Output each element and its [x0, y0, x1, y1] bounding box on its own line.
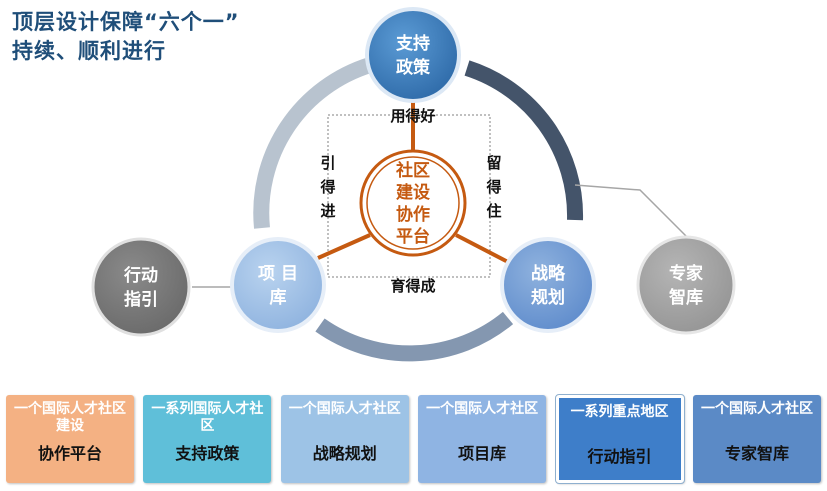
- card-project: 一个国际人才社区 项目库: [418, 395, 547, 483]
- node-action-line-2: 指引: [124, 289, 158, 310]
- label-retain-3: 住: [486, 202, 501, 220]
- card-policy: 一系列国际人才社区 支持政策: [143, 395, 272, 483]
- label-retain-1: 留: [486, 154, 501, 172]
- label-retain-2: 得: [485, 178, 501, 196]
- node-support-policy: 支持 政策: [365, 7, 461, 103]
- node-experts-line-1: 专家: [669, 263, 703, 284]
- card-platform: 一个国际人才社区建设 协作平台: [6, 395, 134, 483]
- node-project-line-1: 项 目: [258, 264, 298, 284]
- node-strategy-line-1: 战略: [531, 263, 566, 284]
- center-line-2: 建设: [396, 182, 430, 203]
- card-strategy: 一个国际人才社区 战略规划: [280, 395, 409, 483]
- node-project-line-2: 库: [270, 287, 287, 308]
- outer-ring: [253, 57, 584, 362]
- connector-experts: [574, 184, 691, 241]
- node-support-line-2: 政策: [396, 57, 431, 78]
- dotted-frame: [327, 114, 491, 278]
- label-use-well: 用得好: [390, 107, 435, 125]
- center-line-4: 平台: [396, 226, 430, 247]
- card-policy-bottom: 支持政策: [175, 444, 240, 463]
- ring-arc-bottom: [315, 311, 514, 362]
- node-action-guide: 行动 指引: [91, 237, 191, 337]
- node-strategic-planning: 战略 规划: [500, 237, 596, 333]
- title-line-1: 顶层设计保障“六个一”: [12, 10, 240, 34]
- label-cultivate: 育得成: [390, 277, 435, 295]
- ring-arc-left: [253, 57, 373, 229]
- node-project-library: 项 目 库: [230, 237, 326, 333]
- card-platform-top: 一个国际人才社区建设: [14, 401, 126, 434]
- card-action-top: 一系列重点地区: [570, 404, 669, 420]
- card-project-top: 一个国际人才社区: [426, 401, 539, 417]
- card-strategy-top: 一个国际人才社区: [288, 401, 401, 417]
- title-line-2: 持续、顺利进行: [12, 39, 166, 63]
- node-expert-think-tank: 专家 智库: [636, 235, 736, 335]
- spoke-right: [455, 233, 509, 264]
- card-platform-bottom: 协作平台: [37, 444, 102, 463]
- ring-arc-right: [464, 60, 584, 221]
- card-row: 一个国际人才社区建设 协作平台 一系列国际人才社区 支持政策 一个国际人才社区 …: [6, 394, 821, 484]
- card-action: 一系列重点地区 行动指引: [554, 394, 685, 484]
- card-strategy-bottom: 战略规划: [312, 444, 377, 463]
- spoke-left: [317, 233, 371, 260]
- label-attract-1: 引: [320, 154, 335, 172]
- card-experts-bottom: 专家智库: [724, 444, 789, 463]
- node-support-line-1: 支持: [396, 33, 430, 54]
- center-line-1: 社区: [395, 160, 430, 181]
- card-experts: 一个国际人才社区 专家智库: [692, 395, 821, 483]
- page-title: 顶层设计保障“六个一” 持续、顺利进行: [12, 8, 240, 66]
- label-attract-3: 进: [320, 202, 335, 220]
- card-project-bottom: 项目库: [458, 444, 507, 463]
- diagram: 社区 建设 协作 平台 用得好 引 得 进 留 得 住 育得成 支持 政策 项 …: [91, 7, 736, 362]
- center-platform: 社区 建设 协作 平台: [359, 149, 467, 257]
- center-line-3: 协作: [396, 204, 430, 225]
- node-experts-line-2: 智库: [669, 287, 703, 308]
- card-policy-top: 一系列国际人才社区: [151, 401, 264, 434]
- node-strategy-line-2: 规划: [531, 287, 565, 308]
- label-attract-2: 得: [319, 178, 335, 196]
- card-action-bottom: 行动指引: [587, 447, 652, 466]
- spokes: [317, 98, 509, 264]
- node-action-line-1: 行动: [123, 265, 158, 286]
- card-experts-top: 一个国际人才社区: [700, 401, 813, 417]
